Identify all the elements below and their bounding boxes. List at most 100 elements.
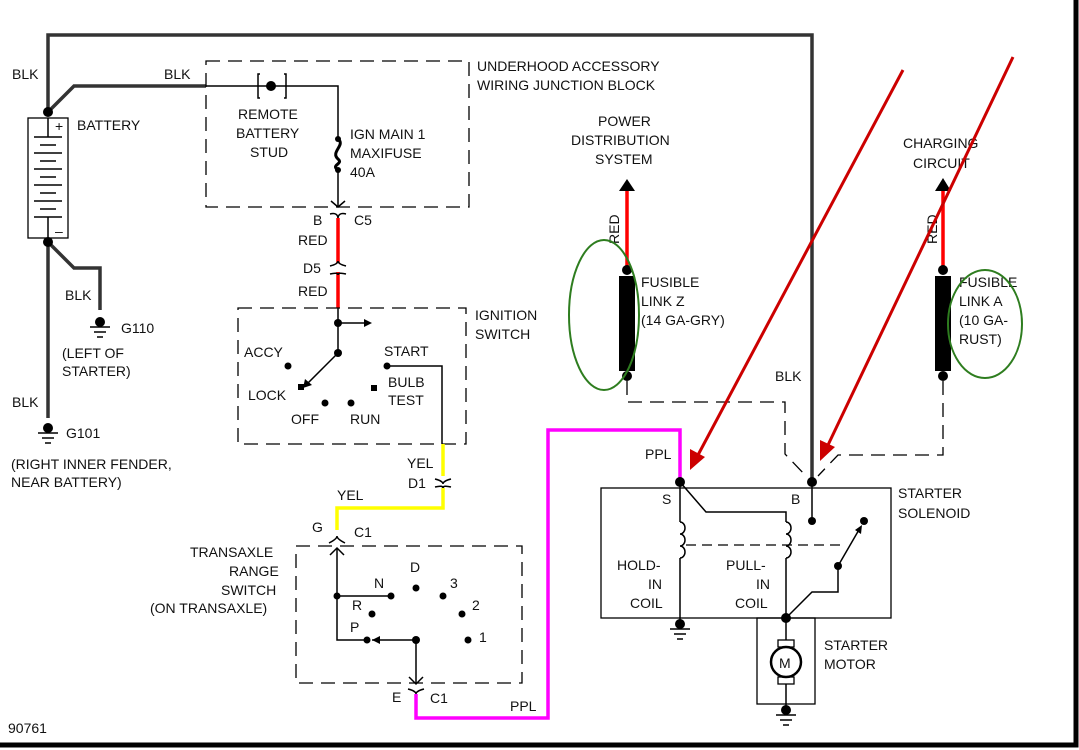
connector-d1: D1 [408, 475, 452, 491]
pds-label-1: POWER [598, 113, 651, 129]
wire-label-blk-to-stud: BLK [164, 66, 191, 82]
range-pos-p [363, 636, 371, 644]
transaxle-label-4: (ON TRANSAXLE) [150, 600, 267, 616]
battery-negative-sign: – [55, 223, 63, 239]
ground-g101: G101 (RIGHT INNER FENDER, NEAR BATTERY) [11, 423, 172, 490]
battery-positive-wiring [46, 33, 814, 480]
pds-label-2: DISTRIBUTION [571, 132, 670, 148]
range-pos-3 [439, 592, 447, 600]
fusible-link-z-label-2: LINK Z [641, 293, 685, 309]
wire-label-blk-g110: BLK [65, 287, 92, 303]
charging-label-1: CHARGING [903, 135, 978, 151]
figure-id: 90761 [8, 720, 47, 736]
starter-motor-label-2: MOTOR [824, 656, 876, 672]
maxifuse-label-2: MAXIFUSE [350, 145, 422, 161]
connector-c1-top-pin: G [312, 519, 323, 535]
ground-g101-id: G101 [66, 425, 100, 441]
pull-in-coil-icon [785, 521, 792, 559]
wire-label-yel-d1: YEL [407, 455, 434, 471]
solenoid-label-2: SOLENOID [898, 505, 970, 521]
maxifuse-icon [333, 136, 342, 207]
ignition-pos-bulb-test [371, 385, 377, 391]
range-label-d: D [410, 559, 420, 575]
battery: + – BATTERY [27, 107, 141, 247]
range-pos-1 [464, 636, 472, 644]
range-label-2: 2 [472, 597, 480, 613]
ignition-feed-arrow-icon [364, 319, 372, 327]
wire-label-blk-solenoid: BLK [775, 368, 802, 384]
fusible-link-z-body [619, 276, 635, 371]
ground-starter-motor [776, 705, 796, 726]
junction-block-label-2: WIRING JUNCTION BLOCK [477, 77, 656, 93]
connector-c5-pin: B [313, 212, 322, 228]
starter-motor: M STARTER MOTOR [756, 617, 888, 710]
solenoid-outline [600, 487, 892, 619]
battery-label: BATTERY [77, 117, 141, 133]
connector-d5-name: D5 [303, 260, 321, 276]
ignition-pos-off [321, 399, 329, 407]
fusible-link-z: FUSIBLE LINK Z (14 GA-GRY) [619, 265, 725, 381]
remote-stud-label-2: BATTERY [236, 125, 300, 141]
wire-label-ppl-bottom: PPL [510, 698, 537, 714]
ignition-label-lock: LOCK [248, 387, 287, 403]
battery-positive-sign: + [55, 118, 63, 134]
wire-blk-battery-to-stud [46, 84, 206, 114]
solenoid-terminal-b-label: B [791, 491, 800, 507]
range-label-3: 3 [450, 575, 458, 591]
connector-c1-bottom-pin: E [392, 689, 401, 705]
battery-positive-terminal [43, 107, 53, 117]
power-distribution-feed: POWER DISTRIBUTION SYSTEM RED [571, 113, 670, 268]
wire-ppl-range-switch-to-solenoid-s [414, 428, 682, 720]
annotation-arrow-to-b-terminal [820, 56, 1015, 461]
transaxle-label-1: TRANSAXLE [190, 544, 273, 560]
maxifuse-label-1: IGN MAIN 1 [350, 126, 426, 142]
range-pos-d [412, 584, 420, 592]
wire-label-yel-c1: YEL [337, 487, 364, 503]
fusible-link-a-label-1: FUSIBLE [959, 274, 1017, 290]
wire-blk-battery-to-solenoid-b [46, 33, 814, 480]
connector-d1-name: D1 [408, 475, 426, 491]
pds-arrow-icon [619, 179, 635, 191]
transaxle-switch-outline [295, 545, 523, 684]
connector-c1-top-name: C1 [354, 524, 372, 540]
pds-label-3: SYSTEM [595, 151, 653, 167]
pull-in-label-2: IN [756, 576, 770, 592]
solenoid-terminal-s-label: S [662, 491, 671, 507]
range-pos-r [368, 610, 376, 618]
remote-stud-label-1: REMOTE [238, 106, 298, 122]
range-pos-2 [458, 610, 466, 618]
ignition-label-run: RUN [350, 411, 380, 427]
ground-g110-id: G110 [121, 320, 154, 336]
wire-label-ppl-solenoid: PPL [645, 446, 672, 462]
annotation-circle-fusible-link-a [947, 269, 1023, 379]
ignition-label-accy: ACCY [244, 344, 284, 360]
connector-c1-bottom: E C1 [392, 676, 448, 706]
range-label-r: R [352, 597, 362, 613]
hold-in-coil-icon [679, 521, 686, 559]
hold-in-label-2: IN [648, 576, 662, 592]
charging-label-2: CIRCUIT [913, 155, 970, 171]
range-pos-n [387, 592, 395, 600]
pull-in-label-1: PULL- [726, 557, 766, 573]
solenoid-contact-arrow-icon [855, 525, 862, 534]
transaxle-label-3: SWITCH [221, 582, 276, 598]
fusible-link-z-label-3: (14 GA-GRY) [641, 312, 725, 328]
ignition-label-start: START [384, 343, 429, 359]
ignition-switch-wiper-arrow-icon [303, 379, 312, 388]
ground-solenoid [670, 619, 690, 640]
annotation-arrow-to-s-terminal [690, 69, 905, 470]
solenoid-label-1: STARTER [898, 485, 962, 501]
wire-label-blk-g101: BLK [12, 394, 39, 410]
ground-g110: G110 (LEFT OF STARTER) [62, 317, 154, 379]
red-arrowhead-icon [690, 449, 705, 470]
wire-label-blk-top-left: BLK [12, 66, 39, 82]
ignition-pos-lock [298, 384, 304, 390]
wire-label-red-d5: RED [298, 283, 328, 299]
fusible-link-a-body [935, 276, 951, 371]
ignition-switch-outline [237, 307, 467, 445]
annotation-circle-fusible-link-z [568, 239, 640, 391]
fusible-link-a-label-3: (10 GA- [959, 312, 1008, 328]
starter-motor-label-1: STARTER [824, 637, 888, 653]
range-label-p: P [350, 619, 359, 635]
